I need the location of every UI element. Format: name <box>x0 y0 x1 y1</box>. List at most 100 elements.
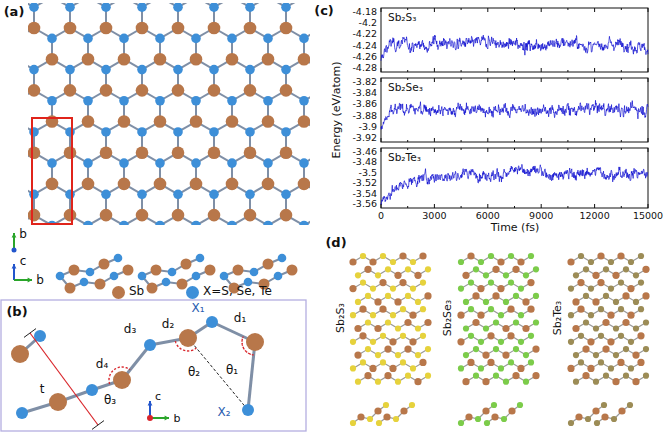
x-atom <box>478 365 484 371</box>
x-atom <box>173 3 183 12</box>
x-atom <box>523 352 529 358</box>
x-atom <box>400 306 406 312</box>
x-tick <box>541 204 542 208</box>
x-atom <box>250 268 259 277</box>
bond <box>142 258 200 276</box>
x-atom <box>483 299 489 305</box>
x-atom <box>618 333 624 339</box>
sb-atom <box>394 298 401 305</box>
sb-atom <box>622 292 629 299</box>
x-atom <box>473 266 479 272</box>
annotation-label: b <box>174 413 181 426</box>
x-atom <box>568 420 574 426</box>
sb-atom <box>11 345 29 363</box>
x-atom <box>191 221 201 225</box>
sb-atom <box>627 285 634 292</box>
sb-atom <box>349 258 356 265</box>
annotation-label: θ₃ <box>104 394 116 408</box>
x-atom <box>488 306 494 312</box>
sb-atom <box>617 359 624 366</box>
x-atom <box>137 3 147 12</box>
annotation-label: θ₁ <box>226 364 238 378</box>
sb-atom <box>287 265 298 276</box>
sb-atom <box>602 346 609 353</box>
annotation-label: Energy (eV/atom) <box>331 61 344 158</box>
sb-atom <box>424 319 431 326</box>
x-atom <box>633 272 639 278</box>
x-tick <box>514 70 515 72</box>
x-atom <box>173 127 183 137</box>
sb-atom <box>28 84 40 97</box>
sb-atom <box>477 285 484 292</box>
x-tick <box>461 8 462 10</box>
tick-label: -3.84 <box>352 88 377 99</box>
x-atom <box>245 190 255 200</box>
annotation-label: d₁ <box>234 312 246 326</box>
x-atom <box>627 402 633 408</box>
x-atom <box>585 416 591 422</box>
x-atom <box>623 346 629 352</box>
x-atom <box>245 3 255 12</box>
x-tick <box>594 8 595 12</box>
x-tick <box>487 148 488 152</box>
x-tick <box>621 206 622 208</box>
energy-trace <box>381 100 648 129</box>
annotation-label: X₁ <box>191 302 204 316</box>
thickness-marker <box>24 329 104 430</box>
x-atom <box>385 293 391 299</box>
x-atom <box>191 96 201 106</box>
x-atom <box>29 65 39 75</box>
x-atom <box>638 280 644 286</box>
x-tick <box>407 8 408 10</box>
x-atom <box>643 346 649 352</box>
sb-atom <box>601 413 608 420</box>
sb-atom <box>582 372 589 379</box>
tick-label: -4.28 <box>352 63 377 74</box>
energy-subplot <box>381 8 648 72</box>
x-atom <box>281 65 291 75</box>
tick-label: 6000 <box>476 211 500 222</box>
sb-atom <box>482 378 489 385</box>
sb-atom <box>577 279 584 286</box>
annotation-label: Sb₂Se₃ <box>442 300 455 337</box>
x-atom <box>114 254 123 263</box>
arrow-head <box>165 416 169 421</box>
x-atom <box>415 299 421 305</box>
sb-atom <box>467 359 474 366</box>
sb-atom <box>517 258 524 265</box>
x-tick <box>541 148 542 152</box>
sb-atom <box>404 319 411 326</box>
x-atom <box>643 373 649 379</box>
x-atom <box>468 280 474 286</box>
x-tick <box>541 78 542 82</box>
x-atom <box>588 286 594 292</box>
x-tick <box>461 70 462 72</box>
sb-atom <box>190 115 203 128</box>
x-atom <box>110 272 119 281</box>
sb-atom <box>244 22 257 35</box>
x-atom <box>162 278 171 287</box>
x-atom <box>425 373 431 379</box>
sb-atom <box>419 252 426 259</box>
sb-atom <box>482 352 489 359</box>
x-atom <box>390 286 396 292</box>
sb-atom <box>457 312 464 319</box>
tick-label: -3.56 <box>352 199 377 210</box>
sb-atom <box>497 258 504 265</box>
x-atom <box>488 280 494 286</box>
sb-atom <box>113 371 131 389</box>
x-atom <box>473 373 479 379</box>
x-atom <box>493 346 499 352</box>
tick-label: -3.46 <box>352 146 377 157</box>
sb-atom <box>632 378 639 385</box>
sb-atom <box>642 292 649 299</box>
x-atom <box>628 259 634 265</box>
annotation-label: θ₂ <box>188 366 200 380</box>
x-atom <box>473 346 479 352</box>
sb-atom <box>389 365 396 372</box>
sb-atom <box>298 3 310 4</box>
x-atom <box>83 158 93 168</box>
x-atom <box>643 319 649 325</box>
x-atom <box>209 127 219 137</box>
bond <box>60 258 118 276</box>
